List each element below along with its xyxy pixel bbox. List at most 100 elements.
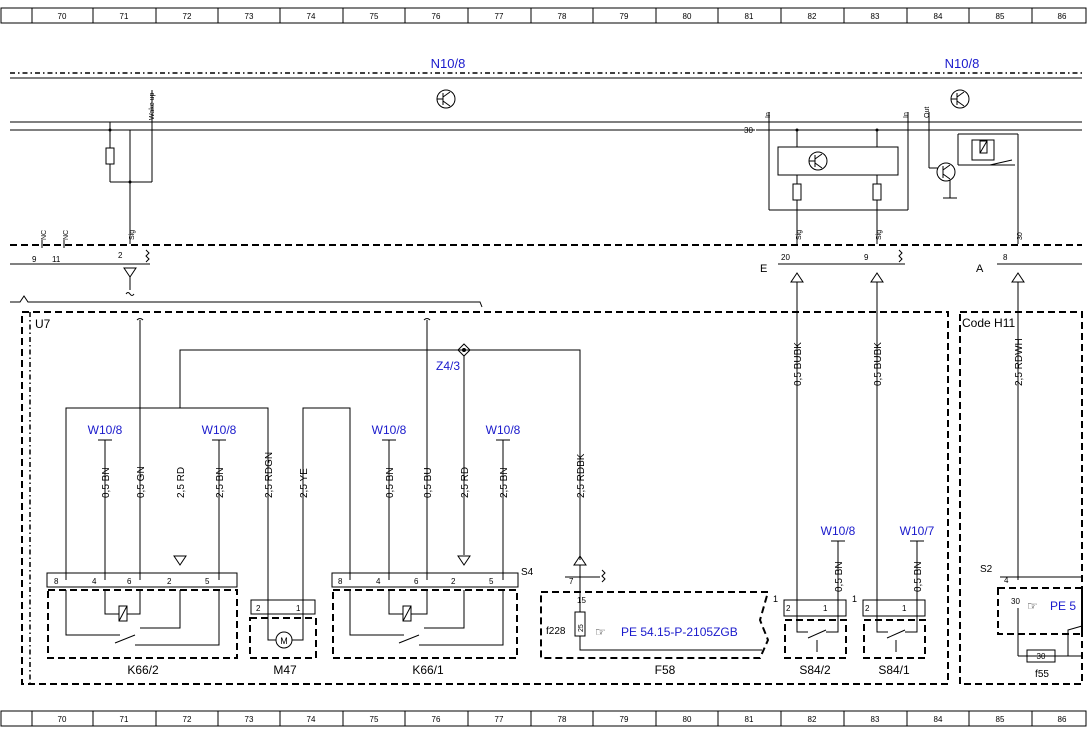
transistor-icon: [436, 89, 456, 109]
component-label-f58: F58: [655, 663, 676, 677]
code-h11-label: Code H11: [962, 316, 1015, 330]
wakeup-circuit: Wake up Sig NC NC: [41, 90, 156, 248]
code-h11-circuit: S2 4 30 ☞ PE 5 30 f55: [980, 564, 1083, 680]
grid-col: 86: [1058, 715, 1067, 724]
pin-label: 5: [205, 577, 210, 586]
grid-col: 84: [934, 715, 943, 724]
pin-label: 8: [1003, 253, 1008, 262]
reference-link[interactable]: PE 54.15-P-2105ZGB: [621, 625, 738, 639]
ground-label-w10-8[interactable]: W10/8: [202, 423, 237, 437]
pin-label: 6: [414, 577, 419, 586]
connector-strip: 9 11 2: [10, 244, 1082, 296]
pin-label: 1: [773, 594, 778, 604]
pin-label: 1: [902, 604, 907, 613]
connector-s2-label: S2: [980, 564, 993, 575]
n10-module: N10/8 N10/8 30: [10, 56, 1082, 135]
svg-text:M: M: [280, 636, 288, 646]
in-label: In: [903, 112, 910, 118]
splice-label[interactable]: Z4/3: [436, 359, 460, 373]
pin-30-label: 30: [1017, 232, 1024, 240]
relay-k66-1: 8 4 6 2 5 K66/1: [331, 572, 519, 677]
grid-col: 80: [683, 715, 692, 724]
grid-col: 79: [620, 715, 629, 724]
grid-col: 74: [307, 12, 316, 21]
ground-label-w10-8[interactable]: W10/8: [821, 524, 856, 538]
transistor-icon: [936, 162, 956, 182]
component-label-k66-1: K66/1: [412, 663, 444, 677]
wire-label: 2,5 YE: [299, 468, 310, 498]
grid-col: 76: [432, 12, 441, 21]
pin-label: 2: [256, 604, 261, 613]
wire-label: 0,5 BUBK: [873, 342, 884, 386]
wire-label: 0,5 BUBK: [793, 342, 804, 386]
ground-label-w10-7[interactable]: W10/7: [900, 524, 935, 538]
grid-col: 78: [558, 715, 567, 724]
component-label-k66-2: K66/2: [127, 663, 159, 677]
pin-label: 30: [1011, 597, 1020, 606]
connector-e-label: E: [760, 263, 767, 275]
pin-label: 9: [864, 253, 869, 262]
nc-label: NC: [63, 230, 70, 240]
ground-label-w10-8[interactable]: W10/8: [88, 423, 123, 437]
sig-label: Sig: [796, 230, 803, 240]
grid-col: 70: [58, 715, 67, 724]
wire-label: 2,5 RD: [176, 467, 187, 498]
pin-label: 1: [296, 604, 301, 613]
pin-label: 1: [823, 604, 828, 613]
ground-labels: W10/8 W10/8 W10/8 W10/8 W10/8 W10/7: [88, 423, 935, 605]
grid-col: 85: [996, 12, 1005, 21]
grid-col: 77: [495, 715, 504, 724]
wire-label: 2,5 BN: [499, 467, 510, 498]
grid-col: 79: [620, 12, 629, 21]
relay-k66-2: 8 4 6 2 5 K66/2: [46, 572, 238, 677]
pin-label: 8: [338, 577, 343, 586]
pin-label: 4: [376, 577, 381, 586]
reference-link[interactable]: PE 5: [1050, 599, 1076, 613]
transistor-icon: [808, 151, 828, 171]
hand-pointer-icon: ☞: [1027, 599, 1038, 613]
wire-label: 0,5 BN: [834, 561, 845, 592]
pin-label: 2: [118, 251, 123, 260]
ground-label-w10-8[interactable]: W10/8: [372, 423, 407, 437]
fuse-box-f58: S4 7 15 25 f228 ☞ PE 54.15-P-2105ZGB 1 F…: [521, 565, 778, 677]
relay-coil-icon: [979, 140, 988, 154]
grid-col: 77: [495, 12, 504, 21]
pin-label: 2: [451, 577, 456, 586]
wire-label: 2,5 RDGN: [264, 452, 275, 498]
component-label-s84-1: S84/1: [878, 663, 910, 677]
relay-coil-icon: [402, 605, 412, 622]
module-label-n10-right[interactable]: N10/8: [945, 56, 980, 71]
grid-col: 72: [183, 12, 192, 21]
ground-label-w10-8[interactable]: W10/8: [486, 423, 521, 437]
out-label: Out: [924, 107, 931, 118]
splice-network: Z4/3: [65, 318, 581, 580]
sig-label: Sig: [876, 230, 883, 240]
grid-col: 76: [432, 715, 441, 724]
module-label-n10-left[interactable]: N10/8: [431, 56, 466, 71]
grid-col: 73: [245, 715, 254, 724]
grid-col: 75: [370, 715, 379, 724]
resistor-icon: [105, 147, 115, 165]
wire-label: 0,5 GN: [136, 466, 147, 498]
grid-col: 80: [683, 12, 692, 21]
wire-label: 2,5 BN: [215, 467, 226, 498]
grid-col: 84: [934, 12, 943, 21]
wire-label: 0,5 BU: [423, 467, 434, 498]
pin-label: 4: [92, 577, 97, 586]
grid-col: 83: [871, 12, 880, 21]
connector-s4-label: S4: [521, 567, 534, 578]
pin-label: 2: [865, 604, 870, 613]
wire-label: 2,5 RDBK: [576, 453, 587, 498]
pin-label: 9: [32, 255, 37, 264]
grid-col: 86: [1058, 12, 1067, 21]
grid-col: 81: [745, 12, 754, 21]
grid-col: 71: [120, 12, 129, 21]
wire-label: 0,5 BN: [385, 467, 396, 498]
pin-label: 1: [852, 594, 857, 604]
connector-a-label: A: [976, 263, 984, 275]
fuse-rating: 25: [578, 624, 585, 632]
grid-col: 81: [745, 715, 754, 724]
pin-label: 7: [569, 577, 574, 586]
grid-col: 85: [996, 715, 1005, 724]
grid-col: 75: [370, 12, 379, 21]
